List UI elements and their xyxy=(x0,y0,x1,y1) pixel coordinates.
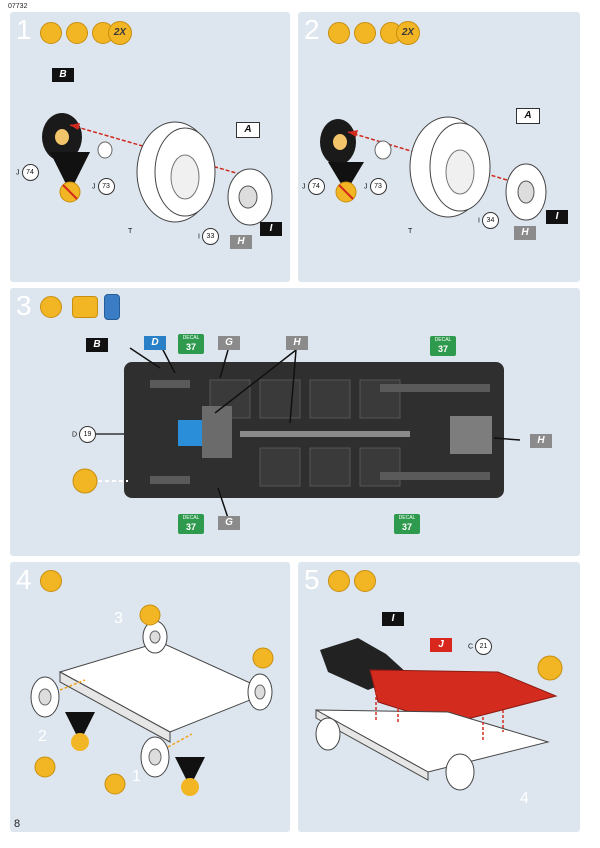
step-label: 3 xyxy=(114,610,123,627)
decal-sheet-icon xyxy=(72,296,98,318)
part-flag-i: I xyxy=(260,222,282,236)
part-flag-j: J xyxy=(430,638,452,652)
part-flag-a: A xyxy=(516,108,540,124)
step-number: 2 xyxy=(304,14,320,45)
glue-icon xyxy=(40,296,62,318)
step-number: 1 xyxy=(16,14,32,45)
glue-icon xyxy=(328,570,350,592)
paint-brush-icon xyxy=(354,570,376,592)
step-3-panel: 3 B D xyxy=(10,288,580,556)
part-flag-i: I xyxy=(382,612,404,626)
glue-icon xyxy=(40,22,62,44)
part-flag-i: I xyxy=(546,210,568,224)
multiplier-badge: 2X xyxy=(396,21,420,45)
part-flag-d: D xyxy=(144,336,166,350)
part-flag-h: H xyxy=(514,226,536,240)
product-code: 07732 xyxy=(8,3,28,10)
part-flag-h: H xyxy=(230,235,252,249)
paint-bottle-icon xyxy=(104,294,120,320)
part-flag-g-top: G xyxy=(218,336,240,350)
step-number: 4 xyxy=(16,564,32,595)
step-4-drawing xyxy=(30,604,274,796)
step-4-panel: 4 3 2 1 xyxy=(10,562,290,832)
multiplier-badge: 2X xyxy=(108,21,132,45)
step-2-drawing xyxy=(320,116,547,221)
chassis-drawing xyxy=(72,347,521,519)
glue-icon xyxy=(328,22,350,44)
part-flag-b: B xyxy=(86,338,108,352)
paint-brush-icon xyxy=(66,22,88,44)
paint-brush-icon xyxy=(354,22,376,44)
part-flag-h-right: H xyxy=(530,434,552,448)
tire-label: T xyxy=(408,228,413,235)
part-flag-h-top: H xyxy=(286,336,308,350)
step-number: 3 xyxy=(16,290,32,321)
part-flag-a: A xyxy=(236,122,260,138)
part-flag-b: B xyxy=(52,68,74,82)
page-number: 8 xyxy=(14,818,21,830)
step-label: 2 xyxy=(38,728,47,745)
step-number: 5 xyxy=(304,564,320,595)
step-1-drawing xyxy=(42,113,273,226)
tire-label: T xyxy=(128,228,133,235)
step-5-drawing xyxy=(315,638,563,791)
step-label: 1 xyxy=(132,768,141,785)
step-label: 4 xyxy=(520,790,529,807)
no-glue-icon xyxy=(40,570,62,592)
part-flag-g-bottom: G xyxy=(218,516,240,530)
